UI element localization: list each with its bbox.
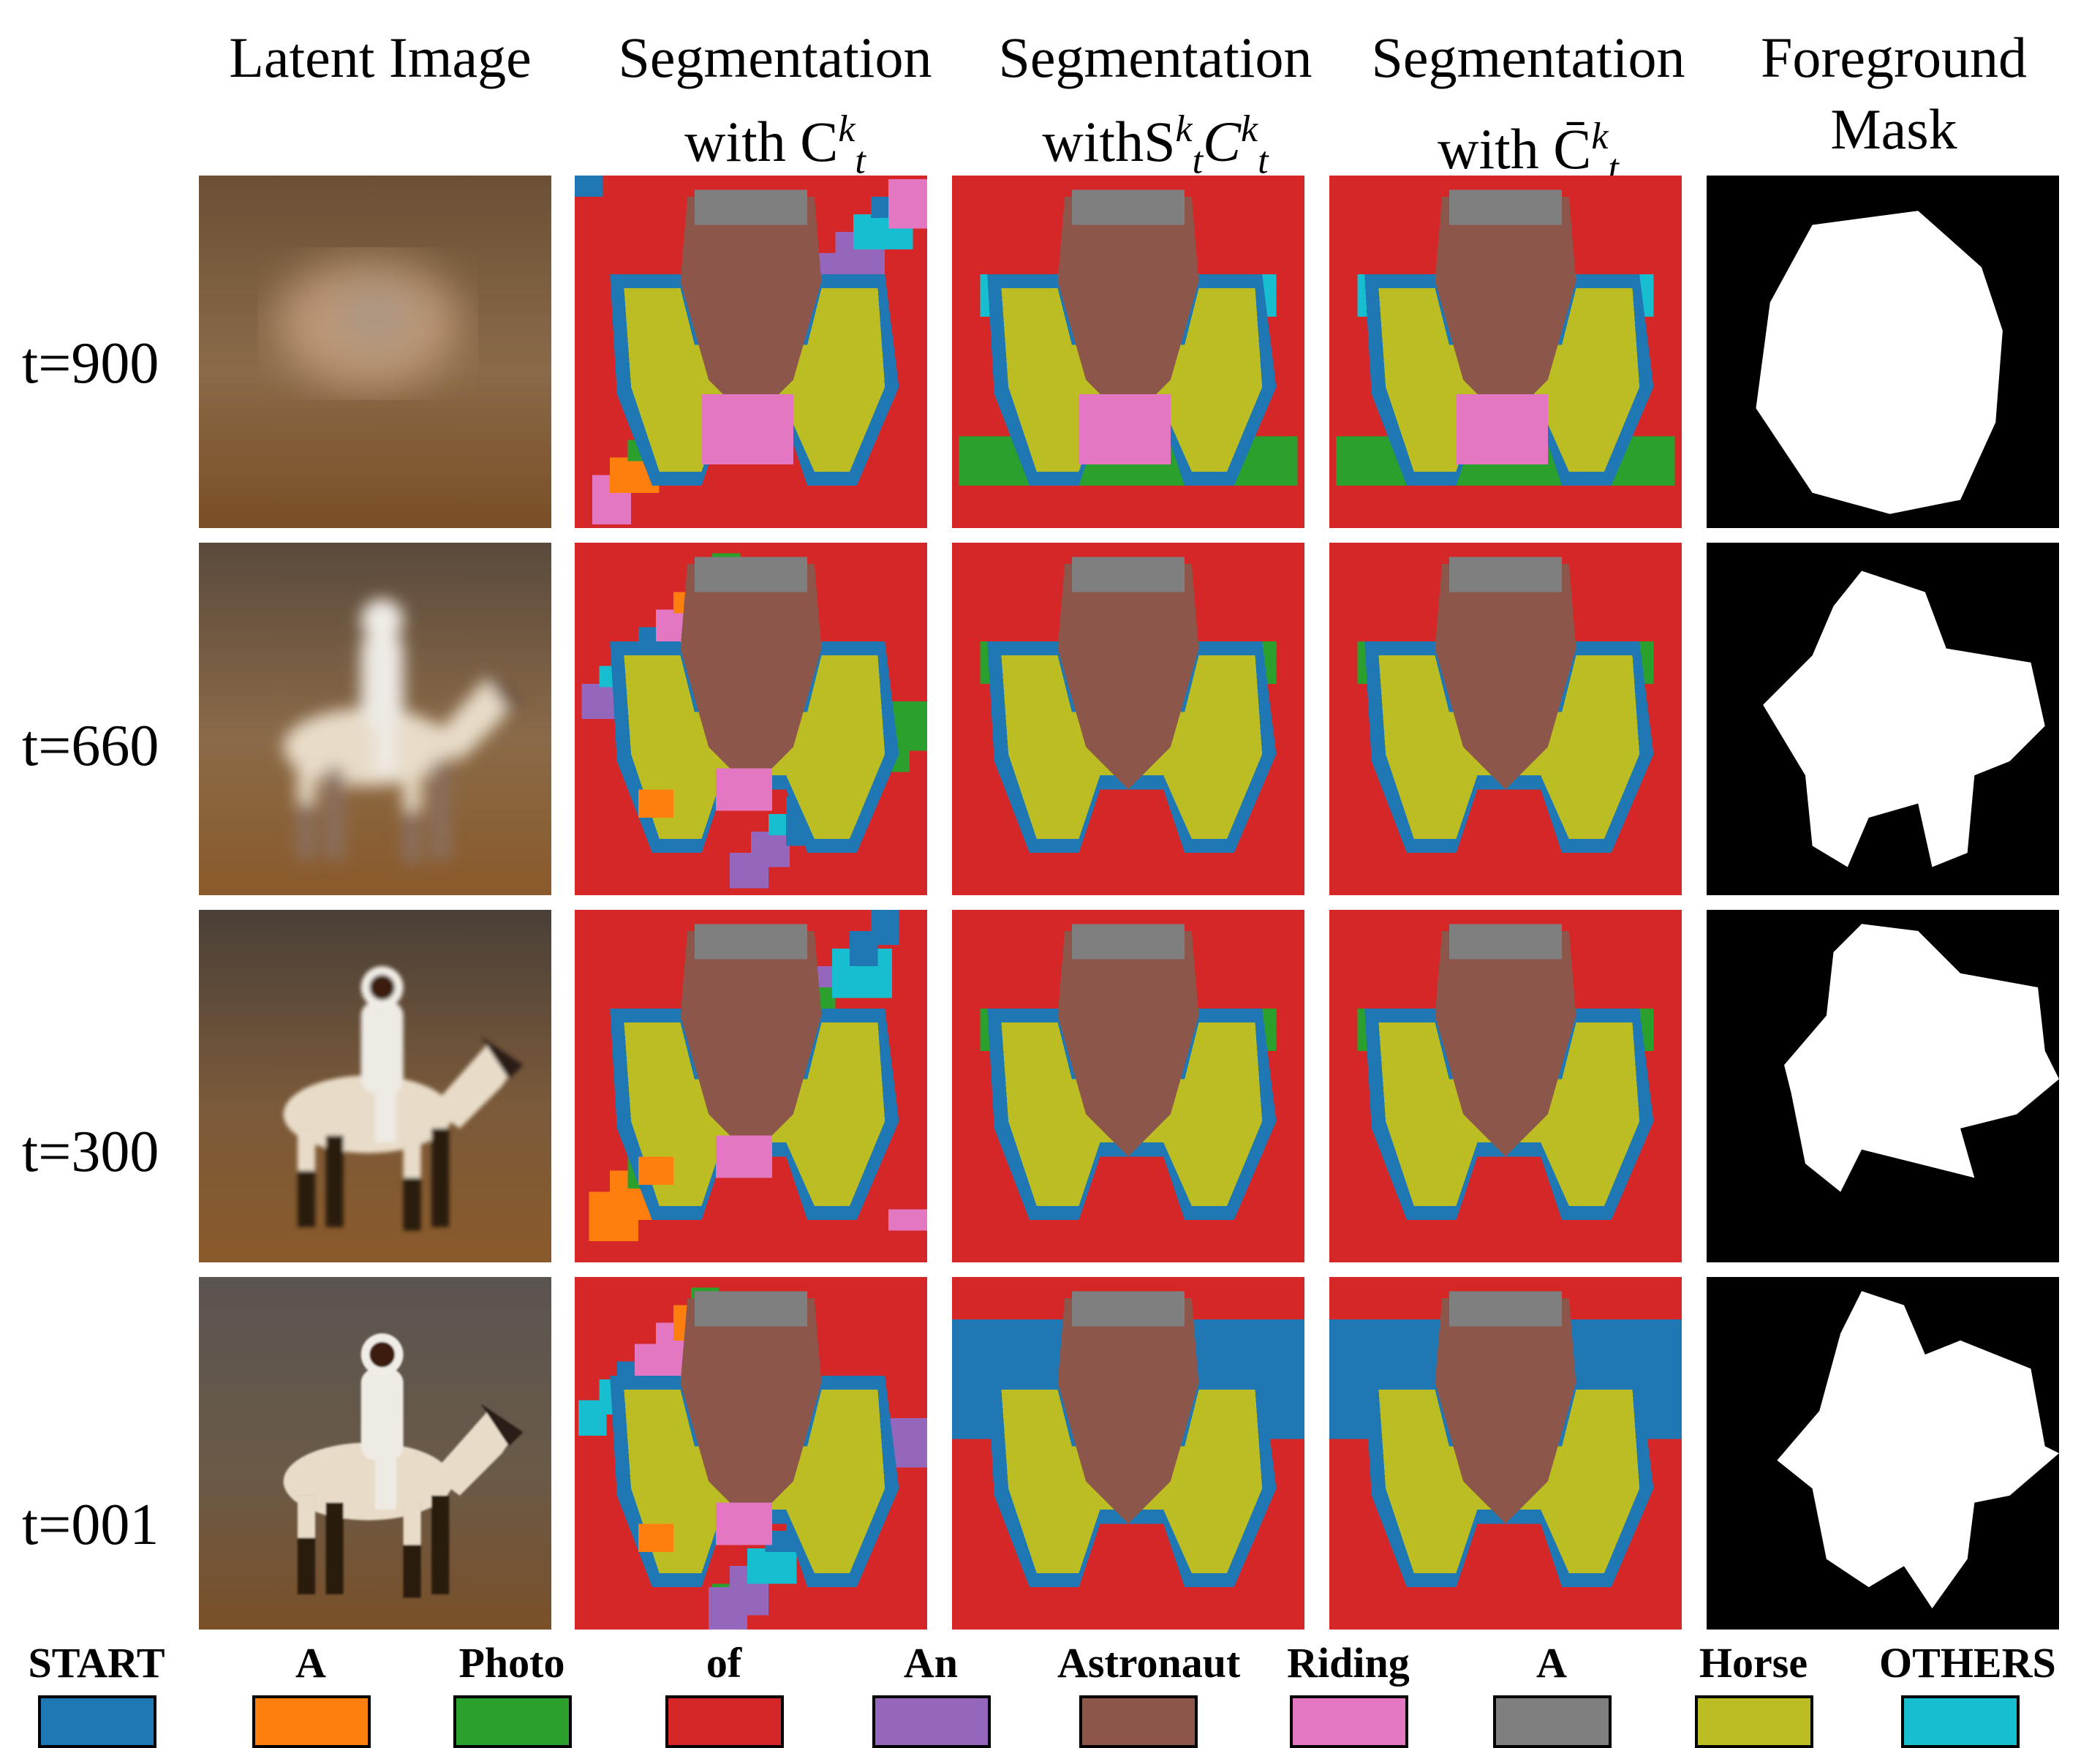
- latent-image-row3: [199, 910, 551, 1262]
- foreground-mask-row2: [1707, 543, 2059, 895]
- col-header-seg-st-ct: Segmentation withSktCkt: [965, 22, 1345, 197]
- segmentation-st-ct-row2: [952, 543, 1304, 895]
- legend-label-2: Photo: [458, 1639, 565, 1687]
- legend-swatch-2: [453, 1695, 572, 1748]
- latent-image-row4: [199, 1277, 551, 1630]
- legend-label-1: A: [295, 1639, 326, 1687]
- row-label-t900: t=900: [22, 331, 159, 396]
- legend-swatch-0: [38, 1695, 156, 1748]
- col-header-line: Segmentation: [998, 26, 1312, 89]
- col-header-foreground-mask: Foreground Mask: [1711, 22, 2077, 165]
- row-label-t001: t=001: [22, 1493, 159, 1557]
- col-header-line2: with Ckt: [585, 94, 965, 197]
- subscript: t: [1192, 140, 1204, 182]
- col-header-line: Latent Image: [229, 26, 532, 89]
- segmentation-st-ct-row1: [952, 176, 1304, 528]
- legend-label-9: OTHERS: [1879, 1639, 2056, 1687]
- legend-label-0: START: [28, 1639, 165, 1687]
- latent-image-row1: [199, 176, 551, 528]
- row-label-t300: t=300: [22, 1120, 159, 1184]
- legend-label-6: Riding: [1287, 1639, 1410, 1687]
- legend-label-7: A: [1536, 1639, 1567, 1687]
- foreground-mask-row1: [1707, 176, 2059, 528]
- subscript: t: [1258, 140, 1269, 182]
- col-header-line: Segmentation: [618, 26, 932, 89]
- legend-swatch-5: [1079, 1695, 1198, 1748]
- segmentation-ct-row1: [575, 176, 927, 528]
- legend-swatch-6: [1290, 1695, 1408, 1748]
- col-header-line: Foreground: [1761, 26, 2027, 89]
- col-header-latent-image: Latent Image: [197, 22, 563, 94]
- segmentation-cbar-row2: [1329, 543, 1682, 895]
- foreground-mask-row4: [1707, 1277, 2059, 1630]
- legend-swatch-7: [1493, 1695, 1612, 1748]
- col-header-line2: withSktCkt: [965, 94, 1345, 197]
- segmentation-st-ct-row3: [952, 910, 1304, 1262]
- superscript: k: [838, 108, 856, 150]
- superscript: k: [1591, 116, 1609, 157]
- segmentation-ct-row3: [575, 910, 927, 1262]
- row-label-t660: t=660: [22, 714, 159, 778]
- col-header-seg-cbar: Segmentation with C̄kt: [1345, 22, 1711, 205]
- col-header-text: with C: [684, 110, 839, 173]
- col-header-text: withS: [1042, 110, 1176, 173]
- legend-swatch-8: [1695, 1695, 1813, 1748]
- legend-label-8: Horse: [1699, 1639, 1808, 1687]
- segmentation-cbar-row4: [1329, 1277, 1682, 1630]
- segmentation-st-ct-row4: [952, 1277, 1304, 1630]
- legend-label-5: Astronaut: [1057, 1639, 1241, 1687]
- legend-label-4: An: [903, 1639, 959, 1687]
- legend-swatch-4: [872, 1695, 991, 1748]
- segmentation-cbar-row1: [1329, 176, 1682, 528]
- segmentation-cbar-row3: [1329, 910, 1682, 1262]
- col-header-line: Mask: [1830, 97, 1957, 161]
- col-header-text: C: [1203, 110, 1242, 173]
- col-header-seg-ct: Segmentation with Ckt: [585, 22, 965, 197]
- col-header-line: Segmentation: [1371, 26, 1685, 89]
- segmentation-ct-row2: [575, 543, 927, 895]
- superscript: k: [1175, 108, 1193, 150]
- col-header-text: with C̄: [1438, 117, 1592, 181]
- legend-swatch-9: [1901, 1695, 2020, 1748]
- subscript: t: [855, 140, 866, 182]
- legend-swatch-3: [665, 1695, 784, 1748]
- col-header-line2: with C̄kt: [1345, 101, 1711, 205]
- latent-image-row2: [199, 543, 551, 895]
- foreground-mask-row3: [1707, 910, 2059, 1262]
- legend-label-3: of: [706, 1639, 742, 1687]
- segmentation-ct-row4: [575, 1277, 927, 1630]
- superscript: k: [1241, 108, 1258, 150]
- legend-swatch-1: [252, 1695, 371, 1748]
